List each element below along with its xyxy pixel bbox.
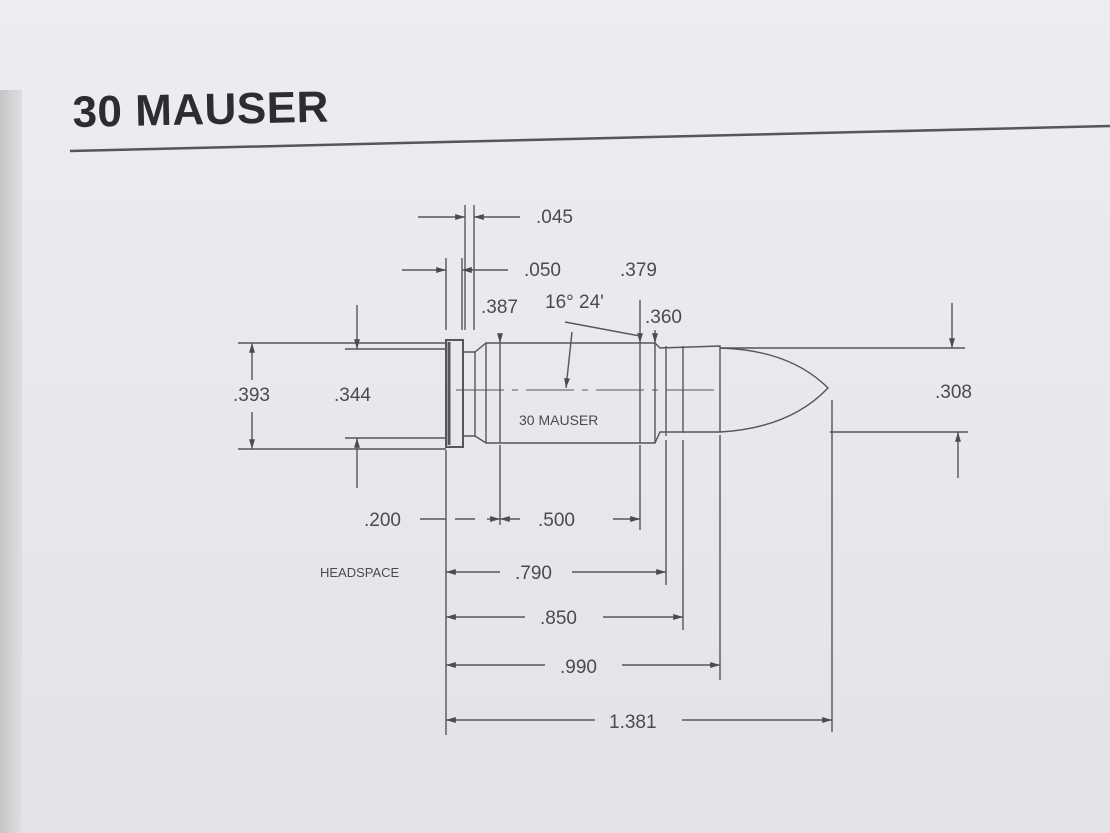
cartridge-outline [445, 339, 829, 448]
page-edge-stack [0, 90, 22, 833]
dim-rim-diameter: .393 [233, 385, 270, 406]
dim-shoulder-angle: 16° 24' [545, 292, 604, 313]
cartridge-label: 30 MAUSER [519, 412, 598, 428]
bullet-ogive [719, 347, 829, 433]
dim-neck-diameter: .360 [645, 307, 682, 328]
dim-shoulder-end-length: .850 [540, 608, 577, 629]
dim-groove-diameter: .344 [334, 385, 371, 406]
dim-shoulder-diameter: .379 [620, 260, 657, 281]
dim-body-length: .500 [538, 510, 575, 531]
dim-base-diameter: .387 [481, 297, 518, 318]
dim-overall-length: 1.381 [609, 712, 657, 733]
title-rule [69, 124, 1110, 153]
rim [445, 339, 464, 448]
dim-case-length: .990 [560, 657, 597, 678]
dim-headspace-length: .790 [515, 563, 552, 584]
extractor-groove [463, 351, 476, 437]
dim-extractor-groove: .050 [524, 260, 561, 281]
dim-bullet-diameter: .308 [935, 382, 972, 403]
dim-groove-to-body: .200 [364, 510, 401, 531]
dim-rim-thickness: .045 [536, 207, 573, 228]
headspace-label: HEADSPACE [320, 565, 400, 580]
